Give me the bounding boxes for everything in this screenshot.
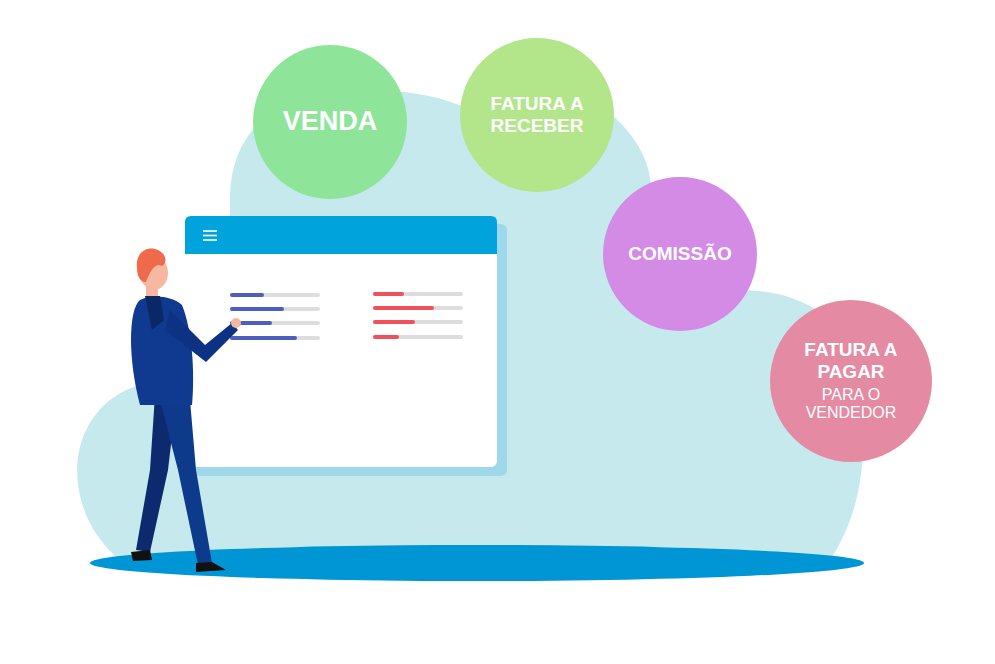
circle-node: FATURA A PAGARPARA O VENDEDOR — [770, 300, 932, 462]
node-text-group: FATURA A PAGARPARA O VENDEDOR — [791, 339, 911, 422]
progress-bars — [232, 294, 461, 338]
circle-node: VENDA — [253, 45, 407, 199]
node-text-group: VENDA — [283, 106, 378, 137]
node-title: VENDA — [283, 106, 378, 137]
node-subtitle: PARA O VENDEDOR — [791, 386, 911, 423]
circle-node: FATURA A RECEBER — [460, 38, 614, 192]
circle-node: COMISSÃO — [603, 177, 757, 331]
node-title: FATURA A RECEBER — [480, 93, 594, 137]
node-text-group: FATURA A RECEBER — [480, 93, 594, 137]
node-title: COMISSÃO — [628, 243, 731, 265]
window-header — [185, 216, 497, 254]
node-text-group: COMISSÃO — [628, 243, 731, 265]
person-figure — [131, 248, 241, 572]
menu-icon — [203, 231, 217, 240]
app-window — [185, 216, 497, 467]
node-title: FATURA A PAGAR — [791, 339, 911, 383]
